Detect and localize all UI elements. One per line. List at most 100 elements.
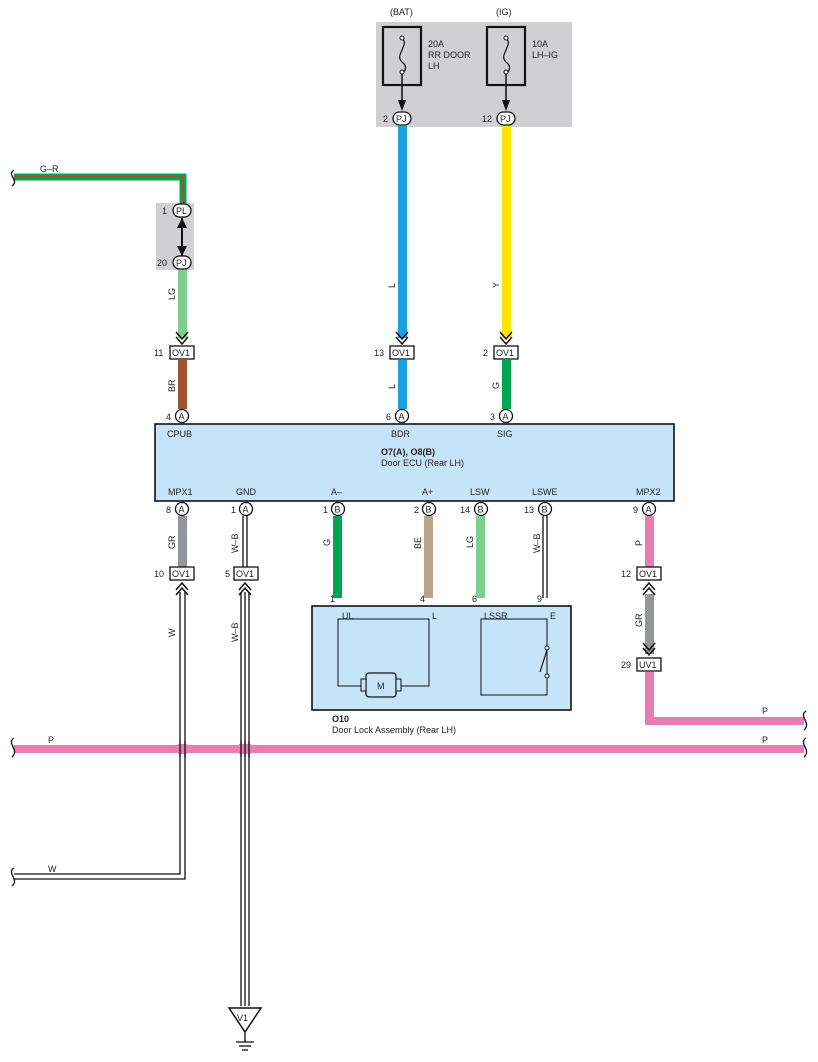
svg-text:1: 1	[231, 505, 236, 515]
wire-yellow-y	[502, 126, 511, 338]
wire-blue-l-2	[398, 360, 407, 409]
fuse-ig-rating: 10A	[532, 39, 548, 49]
wire-gray-mpx1	[178, 516, 187, 570]
fuse-bat-rating: 20A	[428, 39, 444, 49]
connector-pj-bat: PJ 2	[383, 111, 412, 126]
svg-text:LSWE: LSWE	[532, 487, 558, 497]
connector-ov1-2: OV1 2	[483, 331, 519, 360]
wire-tan-ap	[424, 516, 433, 598]
svg-text:A–: A–	[331, 487, 342, 497]
connector-ov1-12: OV1 12	[621, 566, 662, 596]
wire-wb-lswe	[542, 516, 548, 598]
wire-green-am	[333, 516, 342, 598]
svg-text:2: 2	[483, 348, 488, 358]
door-lock-assembly: M 1 UL 4 L 6 LSSR 9 E O10 Door Lock Asse…	[311, 594, 572, 735]
fuse-box-shade	[376, 22, 572, 127]
svg-text:10: 10	[154, 569, 164, 579]
wire-label-lg-lsw: LG	[465, 536, 475, 548]
ecu-pin-lsw: LSW B 14	[460, 487, 490, 517]
svg-text:A: A	[646, 505, 652, 515]
svg-text:A+: A+	[422, 487, 433, 497]
switch-icon	[539, 640, 550, 679]
fuse-ig-source: (IG)	[496, 7, 512, 17]
svg-text:MPX2: MPX2	[636, 487, 661, 497]
ground-v1: V1	[227, 1007, 263, 1051]
ecu-pin-bdr: A 6 BDR	[386, 408, 411, 439]
connector-ov1-10: OV1 10	[154, 566, 195, 596]
svg-text:8: 8	[166, 505, 171, 515]
svg-text:13: 13	[524, 505, 534, 515]
fuse-ig-name: LH–IG	[532, 50, 558, 60]
wire-label-g-am: G	[322, 539, 332, 546]
wire-label-p-mpx2: P	[634, 540, 644, 546]
wire-label-w-mpx1: W	[167, 628, 177, 637]
fuse-bat-source: (BAT)	[390, 7, 413, 17]
svg-text:12: 12	[482, 114, 492, 124]
ecu-pin-a-plus: A+ B 2	[414, 487, 437, 517]
wire-w-mpx1	[10, 592, 186, 887]
lock-pin-9-num: 9	[537, 594, 542, 604]
svg-text:14: 14	[460, 505, 470, 515]
svg-text:MPX1: MPX1	[168, 487, 193, 497]
svg-text:1: 1	[162, 206, 167, 216]
ground-label: V1	[237, 1013, 248, 1023]
svg-text:PJ: PJ	[396, 114, 407, 124]
connector-pj-splice: PJ 20	[157, 255, 192, 270]
svg-text:OV1: OV1	[639, 569, 657, 579]
wire-lg-top	[178, 268, 187, 338]
connector-ov1-11: OV1 11	[154, 331, 195, 360]
svg-text:11: 11	[154, 348, 163, 358]
wire-p-bus	[10, 737, 808, 758]
svg-text:A: A	[179, 412, 185, 422]
svg-text:A: A	[503, 412, 509, 422]
ecu-pin-mpx1: MPX1 A 8	[166, 487, 193, 517]
lock-pin-6-num: 6	[472, 594, 477, 604]
wire-label-be-ap: BE	[413, 537, 423, 549]
svg-text:B: B	[335, 505, 341, 515]
wire-label-p-bus: P	[48, 735, 54, 745]
wire-lg-lsw	[476, 516, 485, 598]
ecu-pin-lswe: LSWE B 13	[524, 487, 558, 517]
svg-text:A: A	[399, 412, 405, 422]
fuse-ig: (IG) 10A LH–IG	[485, 7, 558, 111]
svg-text:5: 5	[225, 569, 230, 579]
ecu-pin-gnd: GND A 1	[231, 487, 257, 517]
door-ecu: O7(A), O8(B) Door ECU (Rear LH)	[154, 423, 675, 502]
wire-label-l-top: L	[387, 283, 397, 288]
svg-text:B: B	[542, 505, 548, 515]
svg-text:BDR: BDR	[391, 429, 411, 439]
wire-pink-mpx2	[645, 516, 654, 570]
ecu-pin-mpx2: MPX2 A 9	[633, 487, 661, 517]
wire-label-lg-top: LG	[167, 288, 177, 300]
ecu-pin-a-minus: A– B 1	[323, 487, 346, 517]
svg-text:OV1: OV1	[172, 569, 190, 579]
ecu-subtitle: Door ECU (Rear LH)	[381, 458, 464, 468]
wire-green-g-sig	[502, 360, 511, 409]
svg-text:12: 12	[621, 569, 631, 579]
svg-text:PL: PL	[176, 206, 187, 216]
wire-g-r	[10, 169, 187, 205]
svg-text:9: 9	[633, 505, 638, 515]
fuse-bat-name-2: LH	[428, 61, 440, 71]
wire-label-gr-mpx1: GR	[167, 535, 177, 549]
svg-text:OV1: OV1	[236, 569, 254, 579]
wire-label-w-left: W	[48, 864, 57, 874]
connector-ov1-5: OV1 5	[225, 566, 259, 596]
ecu-pin-sig: A 3 SIG	[490, 408, 514, 439]
lock-pin-1-num: 1	[330, 594, 335, 604]
svg-text:CPUB: CPUB	[167, 429, 192, 439]
lock-subtitle: Door Lock Assembly (Rear LH)	[332, 725, 456, 735]
svg-text:3: 3	[490, 412, 495, 422]
splice-connector	[177, 218, 187, 256]
svg-text:2: 2	[414, 505, 419, 515]
svg-text:SIG: SIG	[497, 429, 513, 439]
connector-ov1-13: OV1 13	[374, 331, 415, 360]
svg-text:13: 13	[374, 348, 384, 358]
lock-pin-1-label: UL	[342, 611, 354, 621]
wire-label-g-sig: G	[491, 382, 501, 389]
fuse-bat: (BAT) 20A RR DOOR LH	[381, 7, 471, 111]
wire-label-y-top: Y	[491, 282, 501, 288]
svg-text:20: 20	[157, 258, 167, 268]
svg-text:GND: GND	[236, 487, 257, 497]
